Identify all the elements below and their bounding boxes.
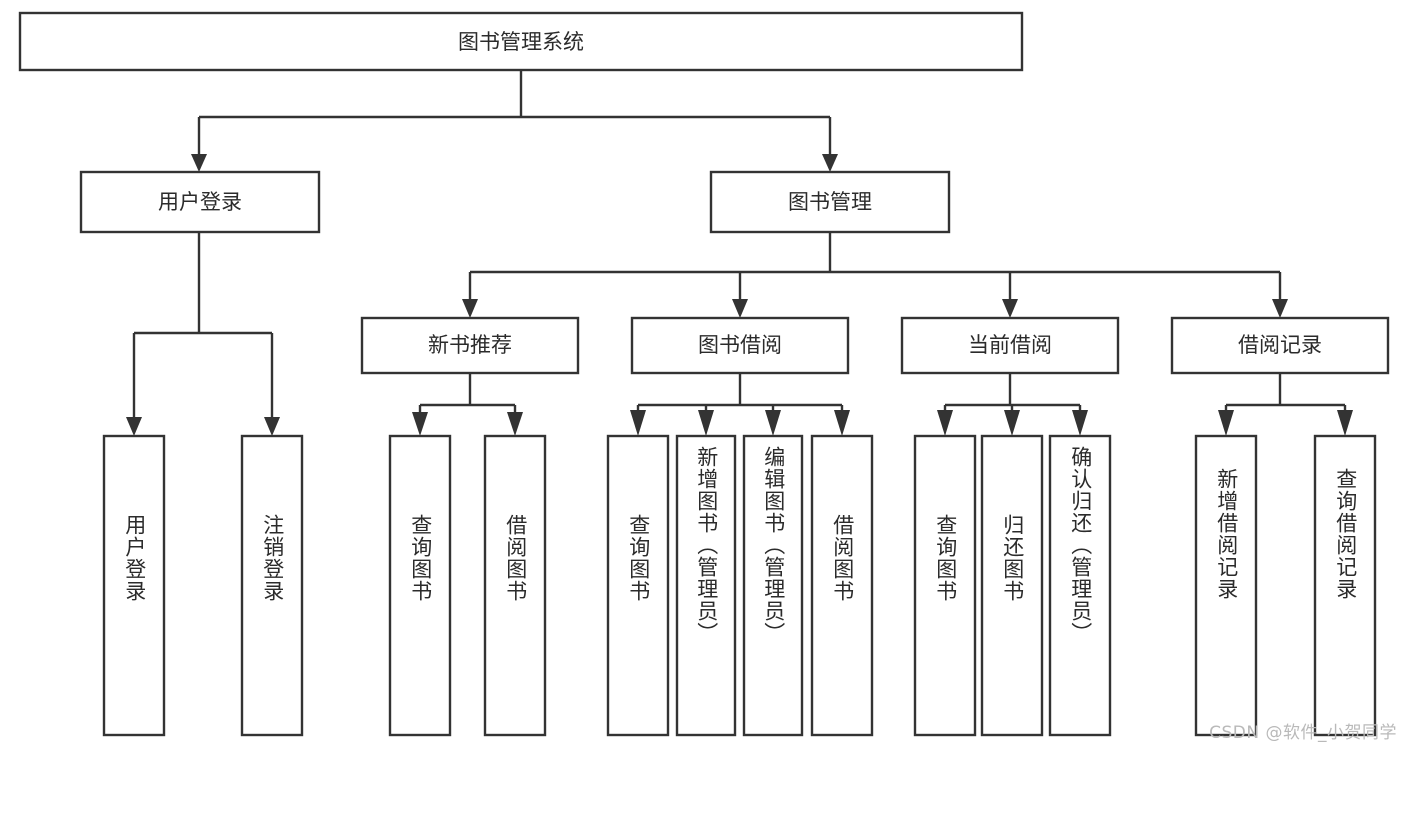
arrow-head-book-borrow	[732, 299, 748, 318]
arrow-head-current-borrow	[1002, 299, 1018, 318]
arrow-head-leaf-query-book-2	[630, 410, 646, 436]
arrow-head-book-manage	[822, 154, 838, 172]
node-new-book-recommend[interactable]: 新书推荐	[360, 316, 580, 375]
arrow-head-leaf-add-record	[1218, 410, 1234, 436]
node-borrow-record-label: 借阅记录	[1238, 333, 1322, 357]
node-book-borrow-label: 图书借阅	[698, 333, 782, 357]
csdn-watermark: CSDN @软件_小贺同学	[1209, 723, 1397, 743]
hierarchy-diagram: 图书管理系统 用户登录 图书管理 新书推荐 图书借阅 当前借阅 借阅记录	[18, 11, 1390, 737]
arrow-head-user-login	[191, 154, 207, 172]
node-borrow-record[interactable]: 借阅记录	[1170, 316, 1390, 375]
arrow-head-leaf-return-book	[1004, 410, 1020, 436]
arrow-head-leaf-add-book	[698, 410, 714, 436]
node-leaf-query-book-3-box[interactable]	[913, 434, 977, 737]
node-leaf-user-logout-box[interactable]	[240, 434, 304, 737]
node-new-book-recommend-label: 新书推荐	[428, 333, 512, 357]
arrow-head-leaf-borrow-book-2	[834, 410, 850, 436]
node-root-box[interactable]	[18, 11, 1024, 72]
arrow-head-leaf-query-book-1	[412, 412, 428, 436]
arrow-head-leaf-user-login	[126, 417, 142, 436]
arrow-head-leaf-query-book-3	[937, 410, 953, 436]
node-book-manage-label: 图书管理	[788, 190, 872, 214]
arrow-head-new-book-recommend	[462, 299, 478, 318]
arrow-head-leaf-edit-book	[765, 410, 781, 436]
node-leaf-borrow-book-2-box[interactable]	[810, 434, 874, 737]
node-root-label: 图书管理系统	[458, 30, 584, 54]
node-leaf-add-record-box[interactable]	[1194, 434, 1258, 737]
node-borrow-record-box[interactable]	[1170, 316, 1390, 375]
node-root[interactable]: 图书管理系统	[18, 11, 1024, 72]
arrow-head-leaf-user-logout	[264, 417, 280, 436]
node-leaf-query-book-2-box[interactable]	[606, 434, 670, 737]
node-user-login-label: 用户登录	[158, 190, 242, 214]
arrow-head-leaf-borrow-book-1	[507, 412, 523, 436]
node-current-borrow[interactable]: 当前借阅	[900, 316, 1120, 375]
node-leaf-query-record-box[interactable]	[1313, 434, 1377, 737]
diagram-canvas-root: 图书管理系统 用户登录 图书管理 新书推荐 图书借阅 当前借阅 借阅记录	[18, 11, 1397, 743]
node-user-login[interactable]: 用户登录	[79, 170, 321, 234]
node-user-login-box[interactable]	[79, 170, 321, 234]
node-current-borrow-label: 当前借阅	[968, 333, 1052, 357]
connector-layer	[126, 70, 1353, 436]
arrow-head-leaf-confirm-return	[1072, 410, 1088, 436]
node-leaf-add-book-box[interactable]	[675, 434, 737, 737]
node-book-borrow-box[interactable]	[630, 316, 850, 375]
leaf-box-layer	[102, 434, 1377, 737]
node-book-borrow[interactable]: 图书借阅	[630, 316, 850, 375]
node-book-manage-box[interactable]	[709, 170, 951, 234]
node-current-borrow-box[interactable]	[900, 316, 1120, 375]
arrow-head-leaf-query-record	[1337, 410, 1353, 436]
node-leaf-user-login-box[interactable]	[102, 434, 166, 737]
node-leaf-query-book-1-box[interactable]	[388, 434, 452, 737]
node-leaf-edit-book-box[interactable]	[742, 434, 804, 737]
node-new-book-recommend-box[interactable]	[360, 316, 580, 375]
node-book-manage[interactable]: 图书管理	[709, 170, 951, 234]
node-leaf-confirm-return-box[interactable]	[1048, 434, 1112, 737]
node-leaf-borrow-book-1-box[interactable]	[483, 434, 547, 737]
arrow-head-borrow-record	[1272, 299, 1288, 318]
node-leaf-return-book-box[interactable]	[980, 434, 1044, 737]
